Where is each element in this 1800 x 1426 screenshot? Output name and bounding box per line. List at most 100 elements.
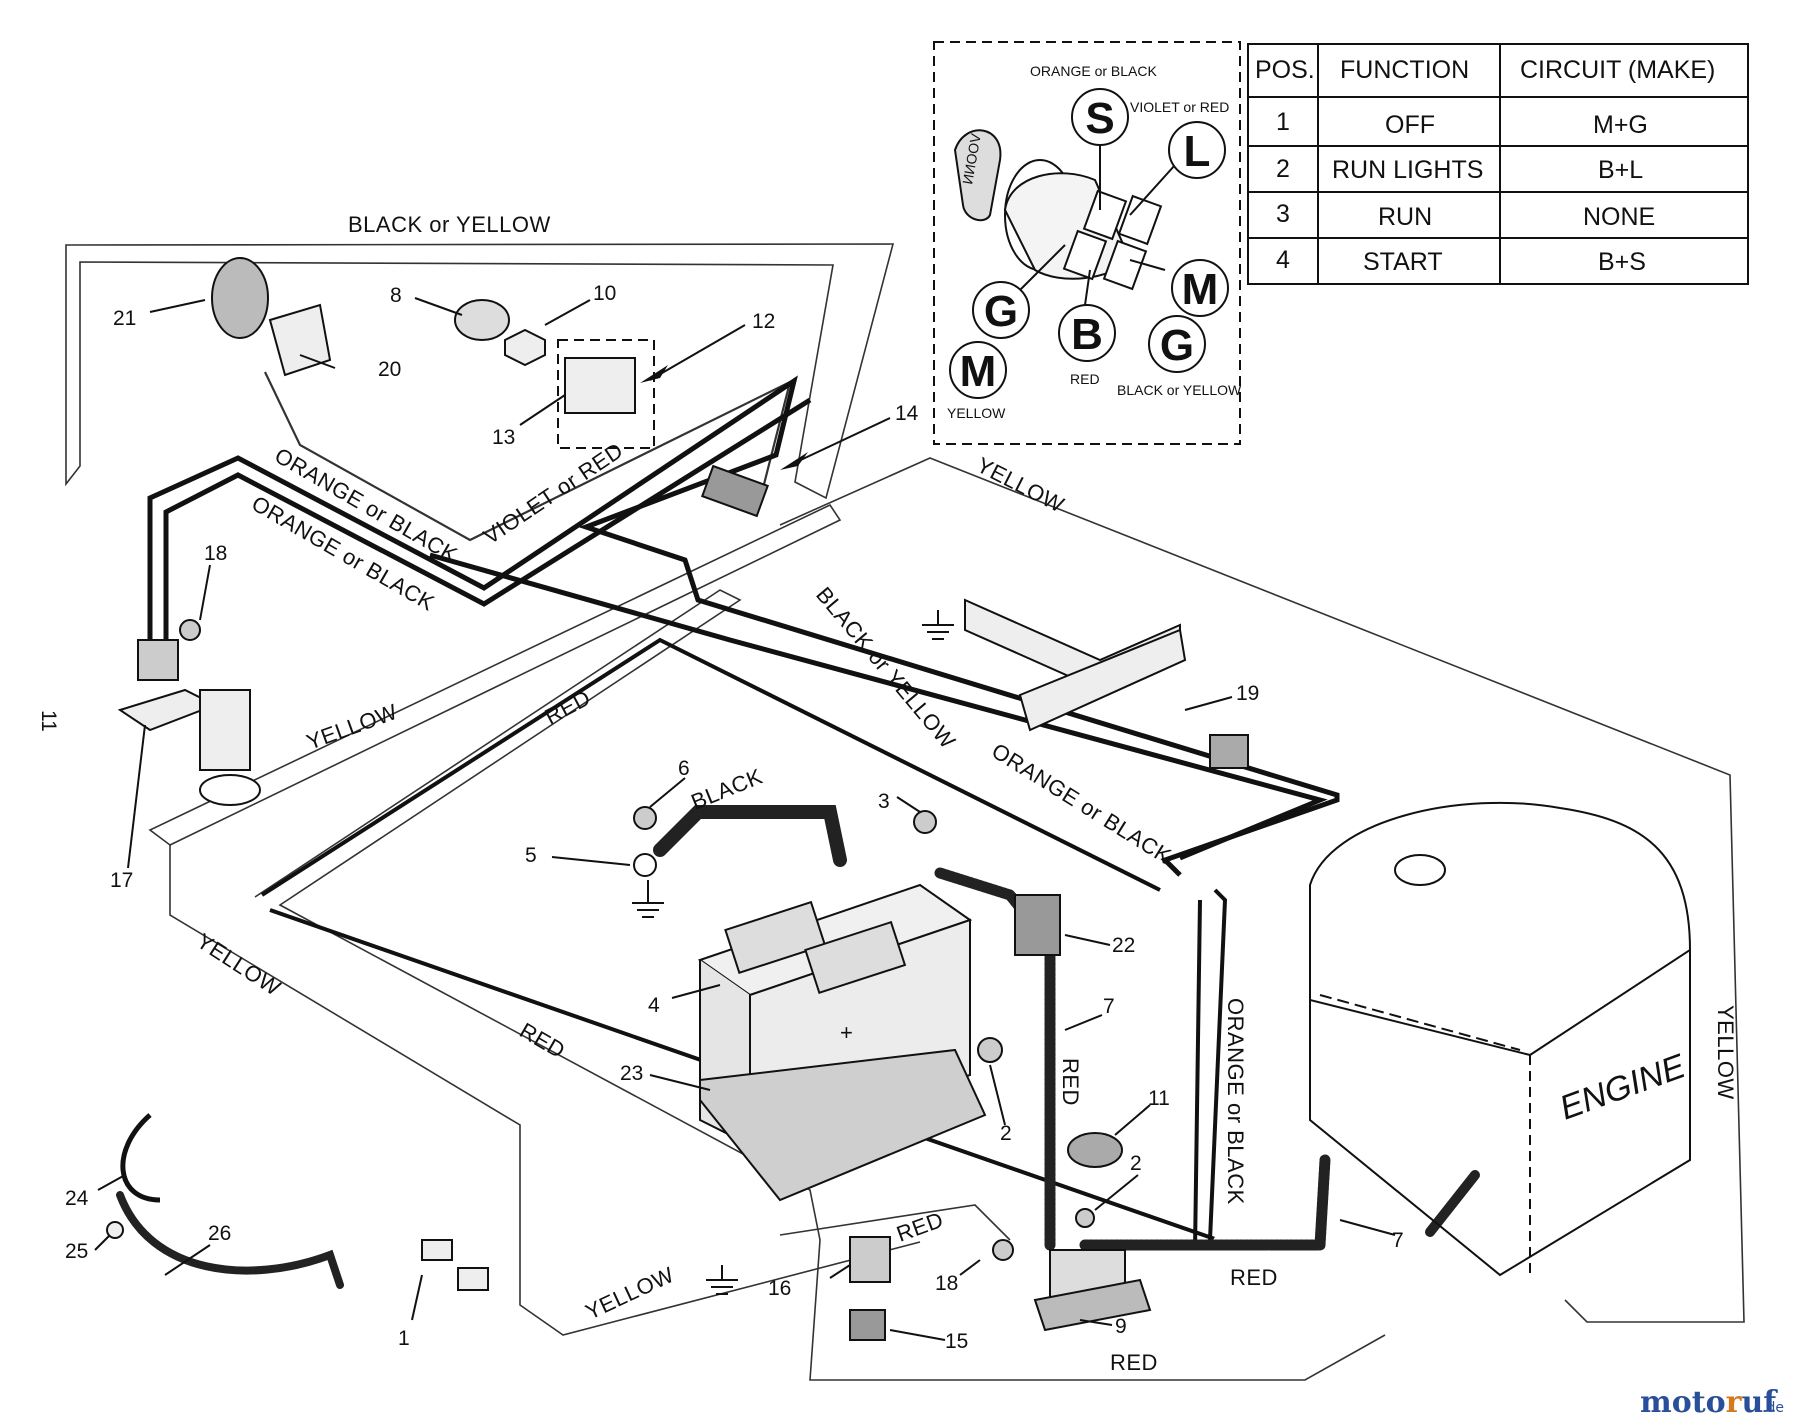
nut-2b [1075,1208,1095,1228]
callout-23: 23 [620,1062,643,1085]
callout-11: 11 [1148,1087,1170,1110]
key-icon [953,129,1002,222]
table-row-2-circuit: B+L [1598,156,1643,184]
callout-15: 15 [945,1330,968,1353]
switch-body [953,129,1163,291]
switch-13 [564,357,636,414]
terminal-b: B [1071,310,1103,359]
callout-25: 25 [65,1240,88,1263]
terminal-22 [1014,894,1061,956]
connector-1b [457,1267,489,1291]
watermark-suffix: .de [1762,1400,1784,1416]
table-row-1-circuit: M+G [1593,111,1648,139]
watermark: motoruf .de [1640,1385,1784,1420]
function-table: POS. FUNCTION CIRCUIT (MAKE) 1 OFF M+G 2… [1247,43,1749,285]
table-row-2-function: RUN LIGHTS [1332,156,1483,184]
terminal-m2-circle [949,341,1007,399]
inset-label-violet-or-red: VIOLET or RED [1130,99,1229,115]
engine-label: ENGINE [1555,1047,1691,1127]
wire-label-yellow-bottom: YELLOW [582,1262,678,1325]
callout-16: 16 [768,1277,791,1300]
inset-label-red: RED [1070,371,1100,387]
inset-box [933,41,1241,445]
switch-detail-box [557,339,655,449]
terminal-m2: M [960,347,997,396]
callout-22: 22 [1112,934,1135,957]
inset-wire-labels: ORANGE or BLACK VIOLET or RED RED BLACK … [947,63,1242,421]
inset-label-black-or-yellow: BLACK or YELLOW [1117,382,1242,398]
watermark-logo: motoruf [1640,1385,1778,1420]
inset-label-yellow: YELLOW [947,405,1006,421]
callout-24: 24 [65,1187,89,1210]
callout-3: 3 [878,790,890,813]
plus-mark: + [840,1020,853,1045]
callout-19: 19 [1236,682,1259,705]
switch-plate [1018,628,1187,732]
terminal-s: S [1085,94,1114,143]
clip-25 [106,1221,124,1239]
table-row-3-circuit: NONE [1583,203,1655,231]
fuse-15 [849,1309,886,1341]
table-row-3-function: RUN [1378,203,1432,231]
callout-9: 9 [1115,1315,1127,1338]
table-header-circuit: CIRCUIT (MAKE) [1520,56,1715,84]
table-header-function: FUNCTION [1340,56,1469,84]
table-row-4-circuit: B+S [1598,248,1646,276]
wire-label-yellow-left: YELLOW [303,699,401,755]
arrow-14 [780,452,808,470]
terminal-l-circle [1168,121,1226,179]
callout-20: 20 [378,358,401,381]
socket-20 [268,303,332,377]
solenoid [1033,1249,1152,1332]
wire-label-yellow-top-right: YELLOW [973,452,1069,517]
bolt-6 [633,806,657,830]
arrow-12 [640,365,668,383]
callout-2a: 2 [1000,1122,1012,1145]
wire-label-yellow-right: YELLOW [1713,1005,1738,1100]
terminal-g: G [984,287,1018,336]
callout-26: 26 [208,1222,231,1245]
wire-label-red-bottom-2: RED [1230,1265,1278,1290]
callout-10: 10 [593,282,616,305]
switch-14 [700,464,770,518]
terminal-circles [949,88,1229,399]
nut-2a [977,1037,1003,1063]
table-row-4-function: START [1363,248,1443,276]
callout-6: 6 [678,757,690,780]
terminal-l: L [1184,127,1211,176]
wire-label-red-bottom-3: RED [1110,1350,1158,1375]
wire-label-red-bottom-1: RED [893,1207,947,1247]
terminal-g2: G [1160,321,1194,370]
callout-5: 5 [525,844,537,867]
light-bulb-21 [211,257,269,339]
yellow-harness-upper [779,457,1745,1323]
ground-symbol-bottom [706,1265,738,1295]
terminal-s-circle [1071,88,1129,146]
callout-8: 8 [390,284,402,307]
bolt-18a [179,619,201,641]
side-number: 11 [37,710,60,732]
parts [106,257,1249,1341]
callout-21: 21 [113,307,136,330]
orange-black-harness [147,375,1340,877]
terminal-g2-circle [1148,315,1206,373]
table-text: POS. FUNCTION CIRCUIT (MAKE) 1 OFF M+G 2… [1255,56,1715,276]
terminal-g-circle [972,281,1030,339]
table-row-3-pos: 3 [1276,200,1290,228]
callout-2b: 2 [1130,1152,1142,1175]
yellow-lower-left [169,845,921,1336]
battery-tray [699,1048,987,1202]
table-header-pos: POS. [1255,56,1315,84]
ignition-switch-inset: ИИOOV S L G M B G M ORA [947,63,1242,421]
table-row-1-function: OFF [1385,111,1435,139]
callout-7a: 7 [1103,995,1115,1018]
bezel-8 [454,299,510,341]
table-row-2-pos: 2 [1276,155,1290,183]
harness-outlines [65,243,1745,1381]
callout-7b: 7 [1392,1229,1404,1252]
pad-11 [1067,1132,1123,1168]
wire-label-orange-or-black-vertical: ORANGE or BLACK [1223,998,1248,1205]
pivot-base [199,774,261,806]
callout-18b: 18 [935,1272,958,1295]
washer-5 [633,853,657,877]
